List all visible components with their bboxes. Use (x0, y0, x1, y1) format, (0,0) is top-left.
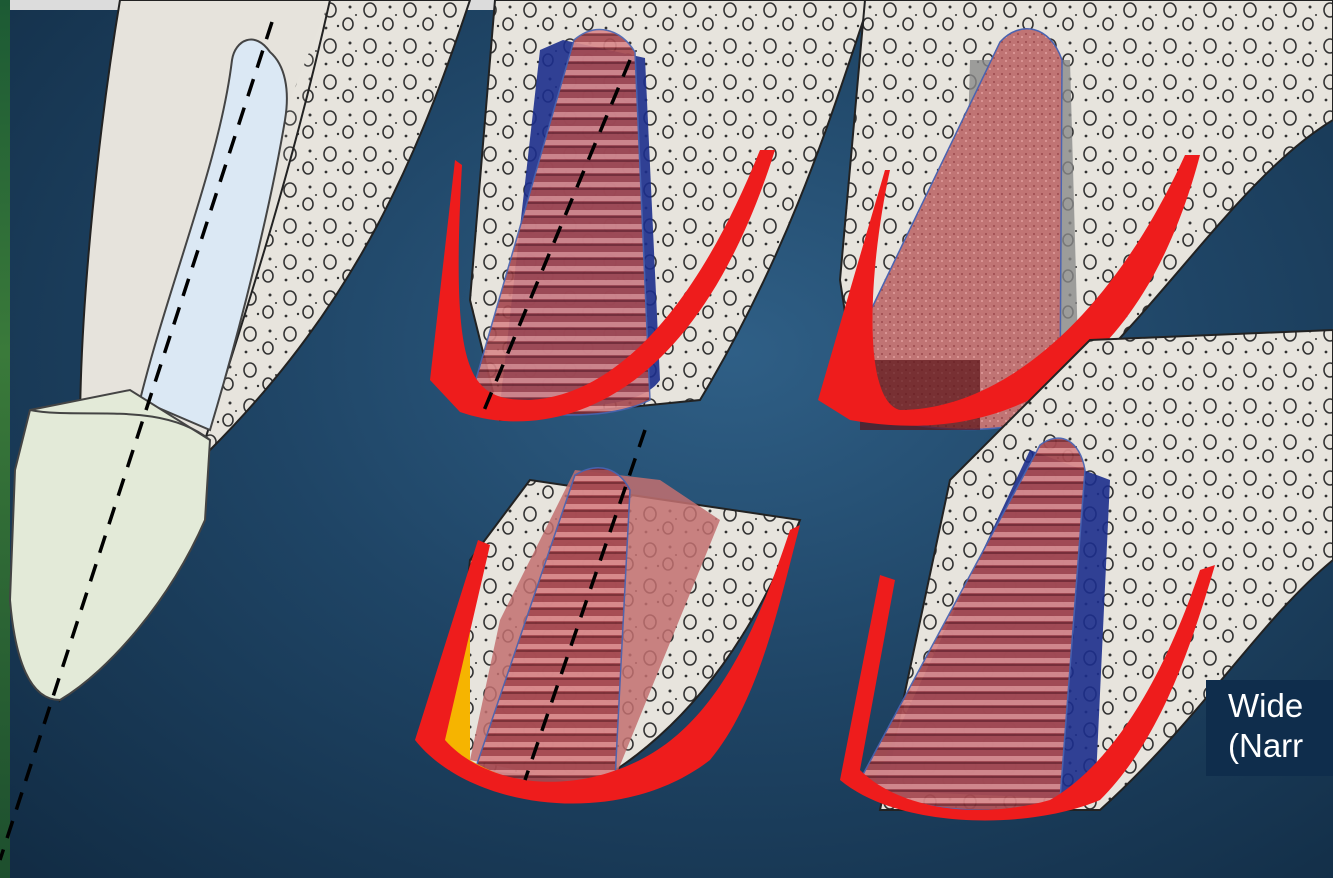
caption-line-2: (Narr (1228, 727, 1303, 764)
implant-panel-top-left (430, 0, 870, 421)
caption-line-1: Wide (1228, 687, 1303, 724)
natural-tooth-panel (0, 0, 470, 860)
caption-box: Wide (Narr (1206, 680, 1333, 776)
tooth-crown (10, 390, 210, 700)
implant-panel-bottom-left (415, 430, 800, 804)
